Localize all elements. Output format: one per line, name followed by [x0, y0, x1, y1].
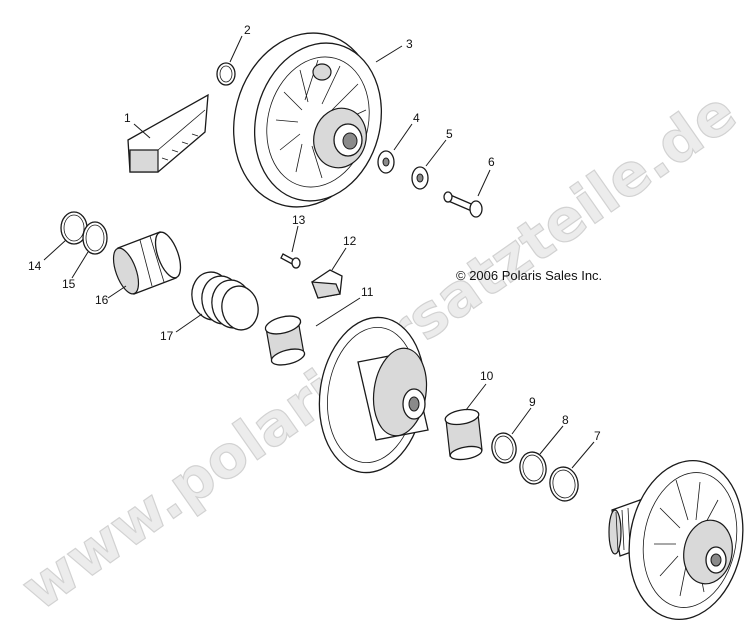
- part-15-ring[interactable]: [82, 221, 108, 255]
- callout-14: 14: [28, 259, 42, 273]
- callout-17: 17: [160, 329, 174, 343]
- callout-15: 15: [62, 277, 76, 291]
- callout-4: 4: [413, 111, 420, 125]
- callout-1: 1: [124, 111, 131, 125]
- part-16-cam[interactable]: [108, 229, 185, 297]
- callout-12: 12: [343, 234, 357, 248]
- part-10-bushing[interactable]: [444, 407, 483, 462]
- part-17-spring[interactable]: [188, 269, 261, 333]
- part-4-washer[interactable]: [377, 150, 395, 174]
- callout-2: 2: [244, 23, 251, 37]
- callout-9: 9: [529, 395, 536, 409]
- stationary-sheave[interactable]: [310, 311, 435, 480]
- fixed-sheave-shaft[interactable]: [608, 451, 744, 627]
- part-11-bushing[interactable]: [264, 313, 307, 368]
- part-13-pin[interactable]: [280, 253, 301, 269]
- part-7-ring[interactable]: [547, 465, 580, 503]
- callout-8: 8: [562, 413, 569, 427]
- callout-11: 11: [361, 285, 374, 299]
- part-2-ring[interactable]: [216, 62, 236, 86]
- leader-lines: [43, 35, 595, 469]
- callout-13: 13: [292, 213, 306, 227]
- part-8-ring[interactable]: [517, 450, 548, 486]
- callout-3: 3: [406, 37, 413, 51]
- callout-16: 16: [95, 293, 109, 307]
- part-3-moveable-sheave[interactable]: [215, 17, 399, 223]
- callout-10: 10: [480, 369, 494, 383]
- callout-labels: 1 2 3 4 5 6 7 8 9 10 11 12 13 14 15 16 1…: [28, 23, 601, 443]
- copyright-text: © 2006 Polaris Sales Inc.: [456, 268, 602, 283]
- callout-5: 5: [446, 127, 453, 141]
- part-5-washer[interactable]: [411, 166, 429, 190]
- part-6-bolt[interactable]: [443, 191, 483, 218]
- part-1-drive-belt[interactable]: [127, 93, 209, 173]
- part-14-snap-ring[interactable]: [60, 211, 88, 245]
- callout-6: 6: [488, 155, 495, 169]
- part-12-button[interactable]: [311, 269, 343, 299]
- callout-7: 7: [594, 429, 601, 443]
- part-9-ring[interactable]: [490, 431, 519, 465]
